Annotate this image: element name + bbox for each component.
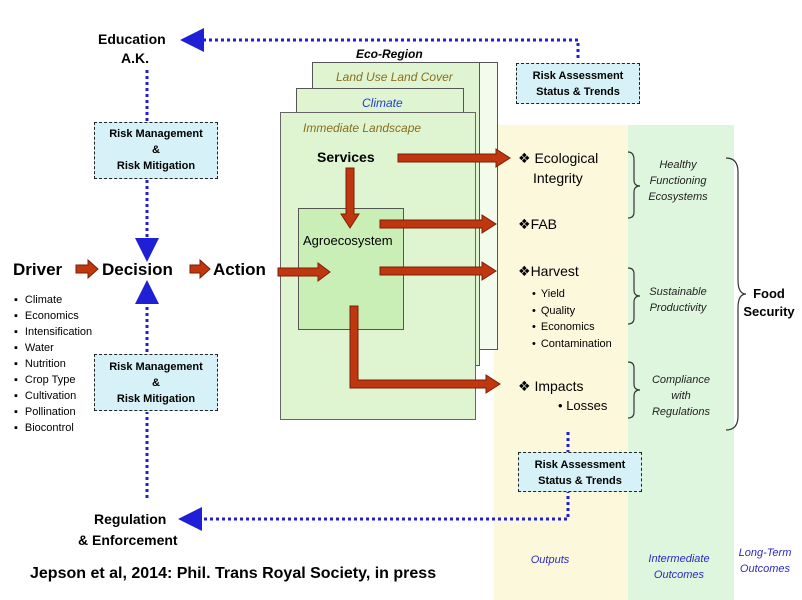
column-label-line: Intermediate — [648, 553, 710, 565]
fab-label: FAB — [530, 216, 558, 232]
brace-compliance — [627, 361, 641, 419]
driver-item: Water — [14, 340, 92, 356]
risk-management-box-top: Risk Management & Risk Mitigation — [94, 122, 218, 179]
column-label-line: Outcomes — [739, 563, 791, 575]
food-label: Food — [753, 286, 785, 301]
dotted-bottom-connector — [178, 490, 570, 531]
bullet-icon: • — [558, 398, 563, 413]
agroecosystem-label: Agroecosystem — [303, 233, 393, 248]
diamond-bullet-icon: ❖ — [518, 216, 531, 232]
dotted-top-connector — [180, 28, 580, 58]
enforcement-label: & Enforcement — [78, 532, 178, 548]
risk-mgmt-line2: & — [152, 144, 160, 156]
risk-mgmt-line2: & — [152, 377, 160, 389]
outcome-line: Healthy — [659, 159, 697, 171]
losses-output: • Losses — [558, 398, 607, 413]
risk-mgmt-line3: Risk Mitigation — [116, 393, 196, 405]
risk-mgmt-line1: Risk Management — [109, 361, 203, 373]
harvest-label: Harvest — [530, 263, 579, 279]
harvest-output: ❖Harvest — [518, 263, 579, 280]
action-label: Action — [213, 260, 266, 279]
security-label: Security — [743, 304, 795, 319]
intermediate-column-bg — [628, 125, 734, 600]
driver-item: Nutrition — [14, 356, 92, 372]
arrow-agro-impacts — [349, 305, 501, 394]
arrow-services-ecological — [397, 148, 511, 168]
risk-assess-line2: Status & Trends — [536, 86, 620, 98]
risk-assess-line1: Risk Assessment — [534, 459, 626, 471]
losses-label: Losses — [566, 398, 608, 413]
driver-item: Biocontrol — [14, 420, 92, 436]
arrow-decision-action — [189, 258, 211, 280]
impacts-output: ❖ Impacts — [518, 378, 583, 395]
diamond-bullet-icon: ❖ — [518, 150, 531, 166]
healthy-ecosystems-outcome: Healthy Functioning Ecosystems — [640, 157, 716, 205]
diamond-bullet-icon: ❖ — [518, 263, 531, 279]
driver-item: Crop Type — [14, 372, 92, 388]
ecological-output: ❖ Ecological — [518, 150, 598, 167]
long-term-column-label: Long-Term Outcomes — [732, 545, 798, 577]
land-use-label: Land Use Land Cover — [336, 70, 453, 84]
outcome-line: Ecosystems — [648, 191, 708, 203]
harvest-item: Quality — [532, 303, 612, 320]
immediate-landscape-label: Immediate Landscape — [303, 121, 422, 135]
outcome-line: Regulations — [651, 406, 711, 418]
driver-item: Economics — [14, 308, 92, 324]
arrow-services-agro — [340, 167, 360, 229]
risk-mgmt-line1: Risk Management — [109, 128, 203, 140]
driver-item: Climate — [14, 292, 92, 308]
outcome-line: with — [671, 390, 691, 402]
citation: Jepson et al, 2014: Phil. Trans Royal So… — [30, 565, 437, 582]
outcome-line: Functioning — [649, 175, 707, 187]
outputs-column-bg — [494, 125, 628, 600]
food-security-outcome: Food Security — [740, 285, 798, 321]
regulation-label: Regulation — [94, 511, 167, 527]
decision-label: Decision — [102, 260, 173, 279]
outcome-line: Sustainable — [649, 286, 707, 298]
outcome-line: Productivity — [649, 302, 707, 314]
driver-item: Intensification — [14, 324, 92, 340]
column-label-line: Outcomes — [653, 569, 705, 581]
harvest-item: Contamination — [532, 336, 612, 353]
column-label-line: Long-Term — [738, 547, 792, 559]
driver-list: Climate Economics Intensification Water … — [14, 292, 92, 436]
driver-label: Driver — [13, 260, 63, 279]
education-label: Education — [98, 31, 166, 47]
risk-assess-line2: Status & Trends — [538, 475, 622, 487]
brace-ecological — [627, 151, 641, 219]
risk-assessment-box-top: Risk Assessment Status & Trends — [516, 63, 640, 104]
ak-label: A.K. — [121, 50, 149, 66]
ecological-label: Ecological — [534, 150, 599, 166]
driver-item: Pollination — [14, 404, 92, 420]
brace-food-security — [725, 157, 747, 431]
harvest-item: Economics — [532, 319, 612, 336]
arrow-agro-harvest — [379, 261, 497, 281]
harvest-list: Yield Quality Economics Contamination — [532, 286, 612, 352]
risk-mgmt-line3: Risk Mitigation — [116, 160, 196, 172]
outputs-column-label: Outputs — [530, 554, 570, 566]
climate-label: Climate — [362, 96, 403, 110]
diamond-bullet-icon: ❖ — [518, 378, 531, 394]
risk-management-box-bottom: Risk Management & Risk Mitigation — [94, 354, 218, 411]
arrow-agro-fab — [379, 214, 497, 234]
risk-assessment-box-bottom: Risk Assessment Status & Trends — [518, 452, 642, 492]
eco-region-label: Eco-Region — [356, 47, 423, 61]
fab-output: ❖FAB — [518, 216, 557, 233]
arrow-action-agro — [277, 262, 331, 282]
harvest-item: Yield — [532, 286, 612, 303]
compliance-outcome: Compliance with Regulations — [640, 372, 722, 420]
intermediate-column-label: Intermediate Outcomes — [636, 551, 722, 583]
services-label: Services — [317, 149, 375, 165]
integrity-label: Integrity — [533, 170, 583, 186]
arrow-driver-decision — [75, 258, 99, 280]
risk-assess-line1: Risk Assessment — [532, 70, 624, 82]
sustainable-productivity-outcome: Sustainable Productivity — [640, 284, 716, 316]
brace-productivity — [627, 267, 641, 325]
outcome-line: Compliance — [651, 374, 711, 386]
driver-item: Cultivation — [14, 388, 92, 404]
impacts-label: Impacts — [534, 378, 584, 394]
